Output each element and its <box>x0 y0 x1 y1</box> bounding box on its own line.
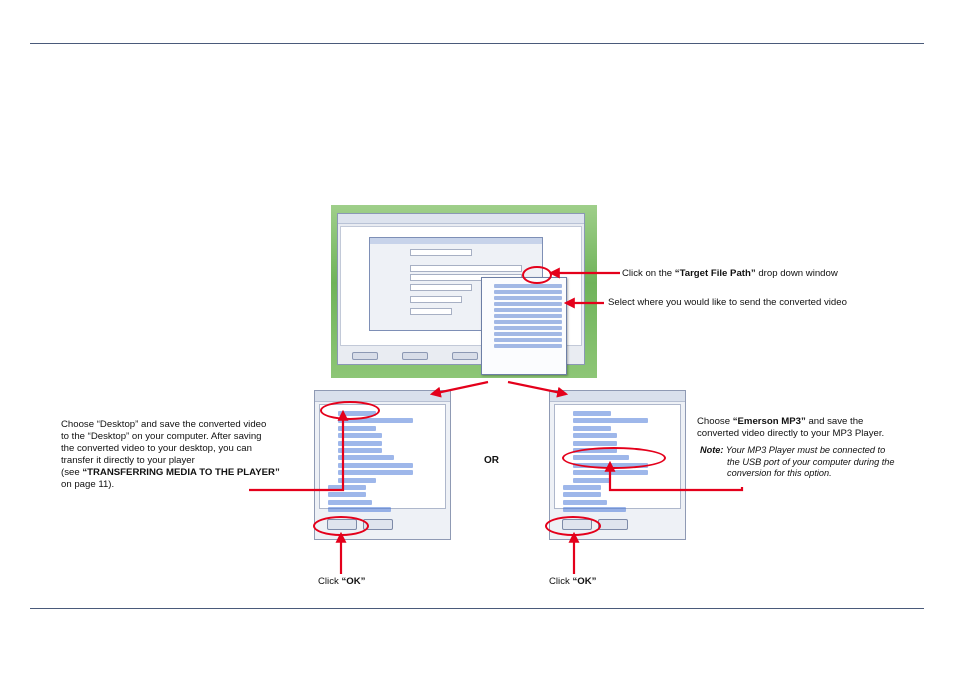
usb-note: Note: Your MP3 Player must be connected … <box>700 445 895 478</box>
click-ok-right: Click “OK” <box>549 576 597 587</box>
split-arrow-left <box>429 380 489 398</box>
target-path-caption: Click on the “Target File Path” drop dow… <box>622 268 838 279</box>
desktop-arrow <box>249 409 349 492</box>
desktop-caption: Choose “Desktop” and save the converted … <box>61 419 280 490</box>
folder-tree <box>319 404 446 513</box>
folder-popup <box>481 277 567 375</box>
conversion-screenshot <box>331 205 597 378</box>
emerson-arrow <box>604 460 744 492</box>
bottom-rule <box>30 608 924 609</box>
desktop-highlight <box>320 401 380 420</box>
select-where-caption: Select where you would like to send the … <box>608 297 847 308</box>
split-arrow-right <box>507 380 569 398</box>
click-ok-left: Click “OK” <box>318 576 366 587</box>
emerson-dialog <box>549 390 686 540</box>
top-rule <box>30 43 924 44</box>
or-label: OR <box>484 455 499 466</box>
emerson-caption: Choose “Emerson MP3” and save the conver… <box>697 416 885 439</box>
